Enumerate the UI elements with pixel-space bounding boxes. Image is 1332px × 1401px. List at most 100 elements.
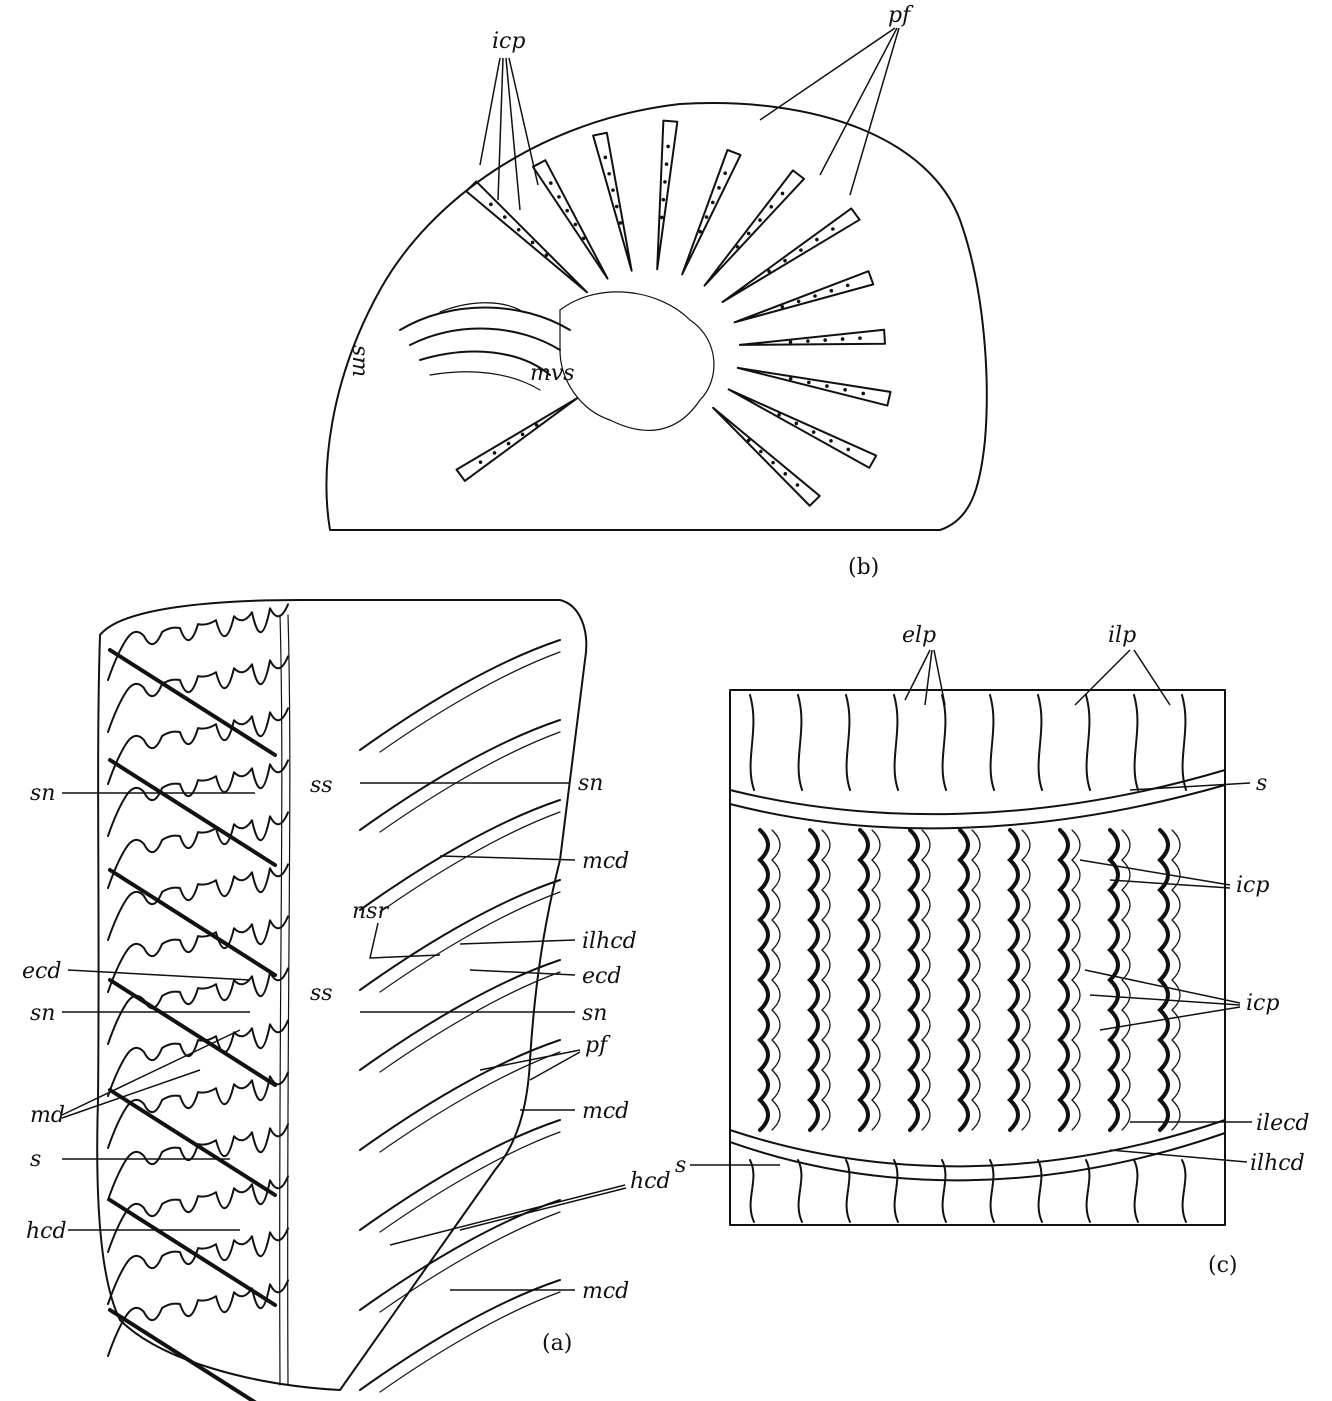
septal-plane	[360, 1280, 560, 1390]
pore	[843, 388, 847, 392]
septum-arc-top	[730, 770, 1225, 814]
septum	[729, 389, 877, 467]
pore	[549, 181, 553, 185]
septum-arc-bottom	[730, 1120, 1225, 1166]
panel-c-detail: elp ilp s icp icp ilecd ilhcd s (c)	[675, 623, 1310, 1278]
label-ilhcd: ilhcd	[582, 929, 637, 954]
lamellar-plate	[860, 830, 868, 1130]
pore	[747, 439, 751, 443]
dissepiment	[108, 1124, 288, 1200]
label-icp-1: icp	[1236, 873, 1269, 898]
label-sn-right2: sn	[582, 1001, 607, 1026]
upper-plate	[750, 695, 754, 790]
upper-plate	[1086, 695, 1090, 790]
dissepiment	[108, 1280, 288, 1356]
pore	[666, 145, 670, 149]
lower-plate	[1038, 1160, 1042, 1222]
label-mcd-1: mcd	[582, 849, 629, 874]
lower-plate	[798, 1160, 802, 1222]
label-ilp: ilp	[1108, 623, 1136, 648]
pore	[535, 423, 539, 427]
septum	[740, 330, 885, 345]
lower-plate	[894, 1160, 898, 1222]
label-icp-2: icp	[1246, 991, 1279, 1016]
lamellar-plate-edge	[822, 830, 830, 1130]
pore	[521, 433, 525, 437]
dissepiments-left	[108, 604, 288, 1401]
lamellar-plate-edge	[972, 830, 980, 1130]
label-mvs: mvs	[530, 361, 575, 386]
lamellar-plate	[1010, 830, 1018, 1130]
pore	[489, 203, 493, 207]
pore	[858, 336, 862, 340]
pore	[611, 188, 615, 192]
pore	[797, 300, 801, 304]
label-pf: pf	[888, 3, 914, 28]
label-ss-mid: ss	[310, 981, 333, 1006]
label-elp: elp	[902, 623, 936, 648]
septal-plane-edge	[380, 1132, 560, 1232]
dissepiment	[108, 1072, 288, 1148]
pore	[789, 377, 793, 381]
dissepiment	[108, 1020, 288, 1096]
pore	[861, 392, 865, 396]
lamellar-plate	[1110, 830, 1118, 1130]
pore	[493, 451, 497, 455]
label-s: s	[30, 1147, 41, 1172]
label-ecd-left: ecd	[22, 959, 61, 984]
label-ilhcd-c: ilhcd	[1250, 1151, 1305, 1176]
pore	[815, 238, 819, 242]
pore	[841, 337, 845, 341]
pore	[777, 413, 781, 417]
pore	[582, 237, 586, 241]
pore	[780, 305, 784, 309]
lamellar-plate	[910, 830, 918, 1130]
pore	[796, 483, 800, 487]
label-ss-top: ss	[310, 773, 333, 798]
upper-plate	[1038, 695, 1042, 790]
upper-plate	[1182, 695, 1186, 790]
pore	[517, 228, 521, 232]
pore	[823, 338, 827, 342]
pore	[736, 245, 740, 249]
pore	[699, 230, 703, 234]
lamellar-plate	[760, 830, 768, 1130]
pore	[531, 241, 535, 245]
pore	[711, 201, 715, 205]
upper-plate	[798, 695, 802, 790]
label-mcd-2: mcd	[582, 1099, 629, 1124]
dissepiment	[108, 760, 288, 836]
pore	[795, 422, 799, 426]
pore	[831, 227, 835, 231]
label-sn-right: sn	[578, 771, 603, 796]
pore	[781, 192, 785, 196]
label-sn-left: sn	[30, 781, 55, 806]
label-ecd-right: ecd	[582, 964, 621, 989]
septal-planes-right	[360, 640, 560, 1392]
septal-plane-edge	[380, 812, 560, 912]
pore	[846, 448, 850, 452]
label-md: md	[30, 1103, 65, 1128]
caption-b: (b)	[848, 555, 879, 580]
septal-trace	[110, 870, 275, 975]
lamellar-plate	[1060, 830, 1068, 1130]
caption-c: (c)	[1208, 1253, 1238, 1278]
lamellar-plate-edge	[922, 830, 930, 1130]
label-s-bottom-c: s	[675, 1153, 686, 1178]
septum	[457, 398, 578, 481]
panel-b-transverse-section: icp pf mvs sm (b)	[327, 3, 987, 580]
upper-plate	[846, 695, 850, 790]
lower-plate	[750, 1160, 754, 1222]
upper-plate	[990, 695, 994, 790]
pore	[565, 209, 569, 213]
pore	[662, 198, 666, 202]
lower-plate	[1134, 1160, 1138, 1222]
axial-strip	[280, 615, 282, 1385]
panel-a-longitudinal-section: sn ecd sn md s hcd ss ss sn mcd nsr ilhc…	[22, 600, 671, 1401]
label-ilecd: ilecd	[1256, 1111, 1310, 1136]
label-s-top-c: s	[1256, 771, 1267, 796]
septal-plane-edge	[380, 1052, 560, 1152]
pore	[619, 221, 623, 225]
pore	[545, 253, 549, 257]
